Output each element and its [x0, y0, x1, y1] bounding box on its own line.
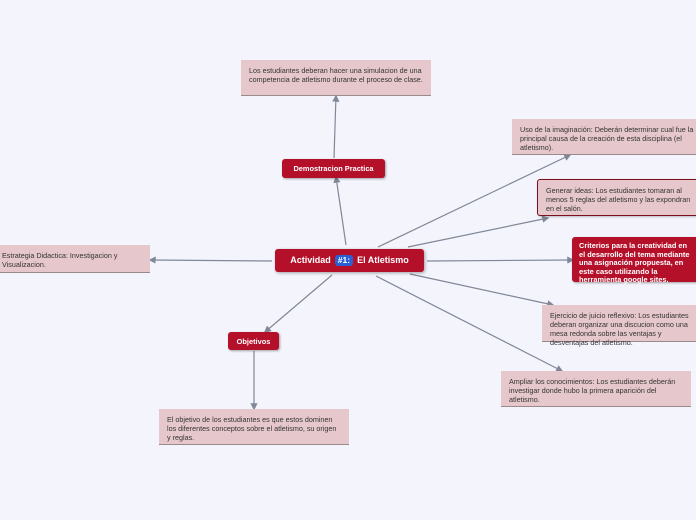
link-demo-text [332, 94, 340, 159]
estrategia-didactica-text: Estrategia Didactica: Investigacion y Vi… [2, 251, 118, 269]
ampliar-conocimientos-node[interactable]: Ampliar los conocimientos: Los estudiant… [501, 371, 691, 407]
criterios-text: Criterios para la creatividad en el desa… [579, 241, 690, 285]
central-topic[interactable]: Actividad #1: El Atletismo [275, 249, 424, 272]
link-central-ampliar [375, 275, 564, 372]
central-topic-badge: #1: [334, 255, 354, 266]
link-central-objetivos [263, 274, 333, 333]
juicio-reflexivo-text: Ejercicio de juicio reflexivo: Los estud… [550, 311, 689, 347]
imaginacion-node[interactable]: Uso de la imaginación: Deberán determina… [512, 119, 696, 155]
link-central-ideas [407, 215, 550, 248]
link-central-criterios [426, 256, 575, 264]
generar-ideas-text: Generar ideas: Los estudiantes tomaran a… [546, 186, 691, 213]
link-central-juicio [409, 273, 555, 308]
link-central-estrategia [148, 256, 273, 264]
imaginacion-text: Uso de la imaginación: Deberán determina… [520, 125, 694, 152]
ampliar-conocimientos-text: Ampliar los conocimientos: Los estudiant… [509, 377, 676, 404]
demostracion-text-node[interactable]: Los estudiantes deberan hacer una simula… [241, 60, 431, 96]
objetivos-node[interactable]: Objetivos [228, 332, 279, 350]
link-central-demo [333, 175, 347, 246]
juicio-reflexivo-node[interactable]: Ejercicio de juicio reflexivo: Los estud… [542, 305, 696, 347]
objetivos-label: Objetivos [236, 336, 271, 346]
demostracion-practica-label: Demostracion Practica [293, 164, 374, 173]
demostracion-text: Los estudiantes deberan hacer una simula… [249, 66, 423, 84]
estrategia-didactica-node[interactable]: Estrategia Didactica: Investigacion y Vi… [0, 245, 150, 273]
objetivos-text: El objetivo de los estudiantes es que es… [167, 415, 337, 442]
link-central-imaginacion [377, 154, 572, 248]
generar-ideas-node[interactable]: Generar ideas: Los estudiantes tomaran a… [537, 179, 696, 216]
objetivos-text-node[interactable]: El objetivo de los estudiantes es que es… [159, 409, 349, 445]
demostracion-practica-node[interactable]: Demostracion Practica [282, 159, 385, 178]
central-topic-prefix: Actividad [290, 255, 331, 265]
central-topic-suffix: El Atletismo [357, 255, 409, 265]
criterios-node[interactable]: Criterios para la creatividad en el desa… [572, 237, 696, 285]
